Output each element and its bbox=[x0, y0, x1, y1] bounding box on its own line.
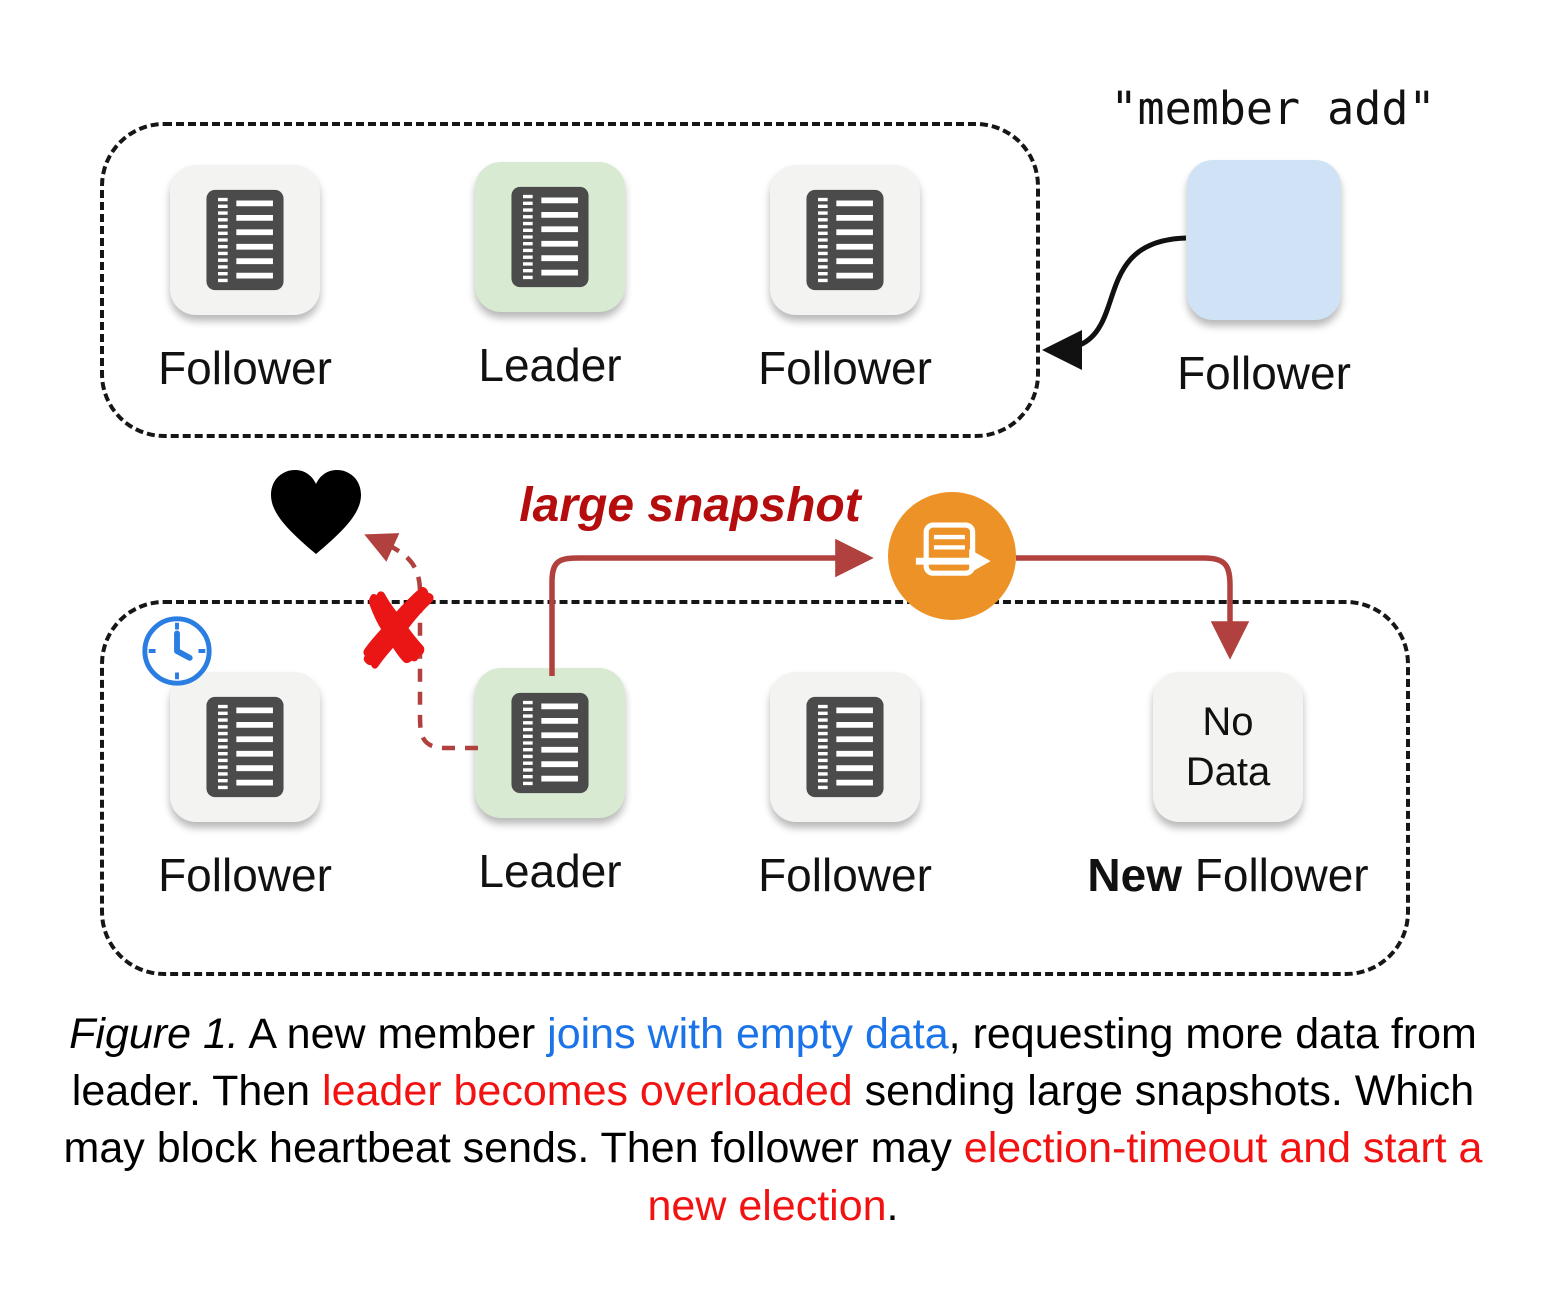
caption-text: sending large snapshots. Which may block… bbox=[63, 1067, 1475, 1173]
caption-text: . bbox=[886, 1181, 899, 1230]
caption-text: , requesting more data from leader. Then bbox=[71, 1010, 1477, 1116]
caption-joins-empty-data: joins with empty data bbox=[547, 1010, 949, 1058]
snapshot-transfer-icon bbox=[915, 522, 991, 576]
log-icon bbox=[506, 690, 594, 796]
node-label: Leader bbox=[478, 339, 622, 391]
bottom-node-follower-2: Follower bbox=[735, 672, 955, 902]
caption-text: A new member bbox=[238, 1010, 548, 1058]
node-label: Follower bbox=[1177, 347, 1351, 399]
new-follower-label-rest: Follower bbox=[1182, 849, 1369, 901]
figure-caption: Figure 1. A new member joins with empty … bbox=[48, 1006, 1498, 1235]
joining-follower-node bbox=[1187, 160, 1341, 320]
caption-election-timeout: election-timeout and start a new electio… bbox=[647, 1124, 1483, 1230]
top-node-follower-2: Follower bbox=[735, 165, 955, 395]
log-icon bbox=[801, 187, 889, 293]
log-icon bbox=[201, 187, 289, 293]
caption-figure-label: Figure 1. bbox=[69, 1010, 239, 1058]
log-icon bbox=[506, 184, 594, 290]
joining-follower-node-group: Follower bbox=[1154, 160, 1374, 400]
node-label: Follower bbox=[758, 849, 932, 901]
heartbeat-heart-icon bbox=[271, 470, 361, 554]
node-label: New Follower bbox=[1087, 848, 1368, 902]
node-label: Follower bbox=[158, 849, 332, 901]
leader-node bbox=[475, 162, 625, 312]
follower-node bbox=[170, 672, 320, 822]
bottom-node-follower-1: Follower bbox=[135, 672, 355, 902]
caption-leader-overloaded: leader becomes overloaded bbox=[322, 1067, 853, 1116]
node-label: Follower bbox=[758, 342, 932, 394]
bottom-node-new-follower: No Data New Follower bbox=[1087, 672, 1369, 902]
large-snapshot-label: large snapshot bbox=[519, 479, 861, 532]
member-add-label: "member add" bbox=[1110, 82, 1436, 135]
top-cluster-box bbox=[100, 122, 1040, 438]
election-timeout-clock-icon bbox=[142, 616, 212, 686]
bottom-node-leader: Leader bbox=[440, 668, 660, 898]
follower-node bbox=[170, 165, 320, 315]
no-data-node: No Data bbox=[1153, 672, 1303, 822]
top-node-follower-1: Follower bbox=[135, 165, 355, 395]
log-icon bbox=[801, 694, 889, 800]
no-data-text: No Data bbox=[1185, 700, 1271, 794]
top-node-leader: Leader bbox=[440, 162, 660, 392]
blocked-x-mark: ✘ bbox=[352, 572, 441, 690]
leader-node bbox=[475, 668, 625, 818]
snapshot-transfer-badge bbox=[888, 492, 1016, 620]
node-label: Follower bbox=[158, 342, 332, 394]
node-label: Leader bbox=[478, 845, 622, 897]
new-follower-label-bold: New bbox=[1087, 849, 1182, 901]
log-icon bbox=[201, 694, 289, 800]
follower-node bbox=[770, 165, 920, 315]
follower-node bbox=[770, 672, 920, 822]
